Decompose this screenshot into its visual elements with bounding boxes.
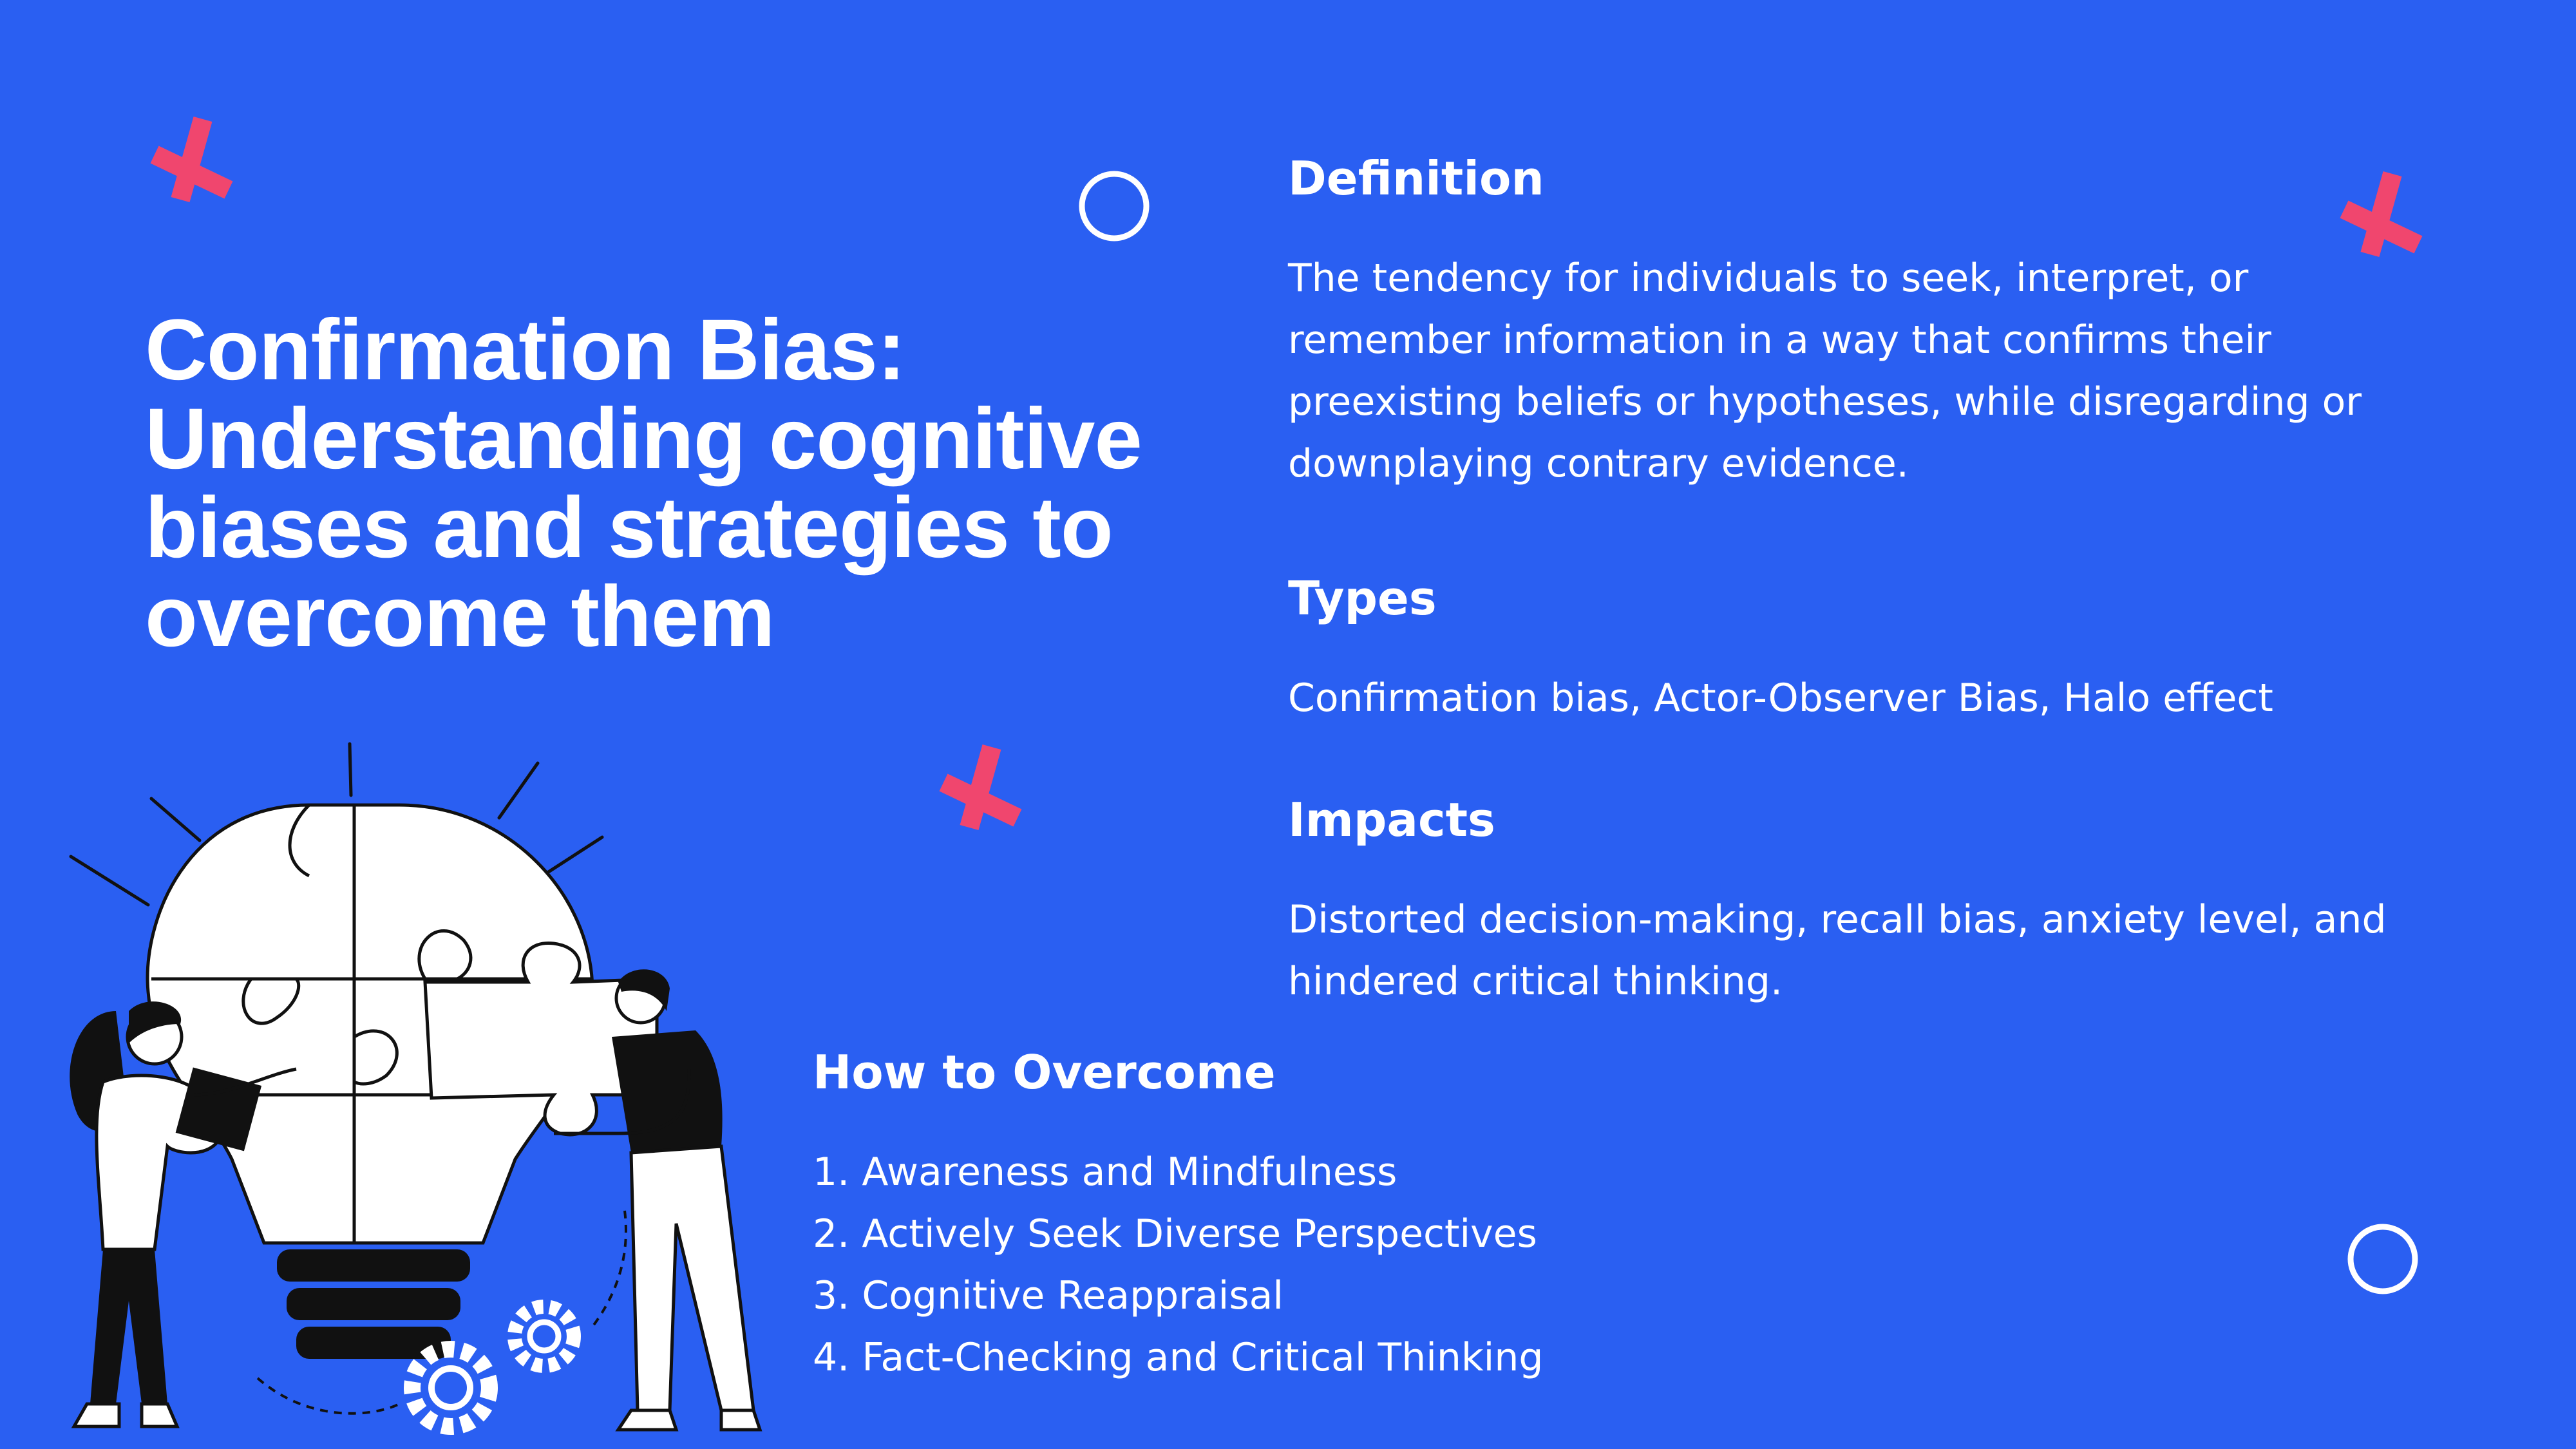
list-item: 1. Awareness and Mindfulness	[813, 1150, 1397, 1195]
page-title: Confirmation Bias: Understanding cogniti…	[145, 302, 1142, 665]
impacts-text: Distorted decision-making, recall bias, …	[1288, 897, 2387, 1004]
cross-icon	[939, 744, 1022, 831]
definition-text: The tendency for individuals to seek, in…	[1288, 256, 2362, 486]
circle-icon	[2347, 1224, 2418, 1294]
lightbulb-shape	[146, 803, 594, 1245]
person-man	[554, 969, 762, 1432]
cross-icon	[2340, 171, 2423, 258]
gear-icon	[507, 1300, 581, 1373]
how-to-overcome-list: 1. Awareness and Mindfulness 2. Actively…	[813, 1141, 1543, 1388]
person-woman	[70, 1001, 297, 1428]
list-item: 2. Actively Seek Diverse Perspectives	[813, 1211, 1537, 1256]
definition-heading: Definition	[1288, 151, 1544, 205]
types-text: Confirmation bias, Actor-Observer Bias, …	[1288, 676, 2273, 721]
list-item: 4. Fact-Checking and Critical Thinking	[813, 1335, 1544, 1380]
cross-icon	[150, 116, 233, 203]
types-heading: Types	[1288, 571, 1437, 625]
impacts-heading: Impacts	[1288, 793, 1495, 847]
circle-icon	[1079, 171, 1150, 242]
lightbulb-puzzle-illustration	[69, 742, 762, 1435]
list-item: 3. Cognitive Reappraisal	[813, 1273, 1284, 1318]
how-to-overcome-heading: How to Overcome	[813, 1045, 1276, 1099]
gear-icon	[404, 1341, 498, 1435]
